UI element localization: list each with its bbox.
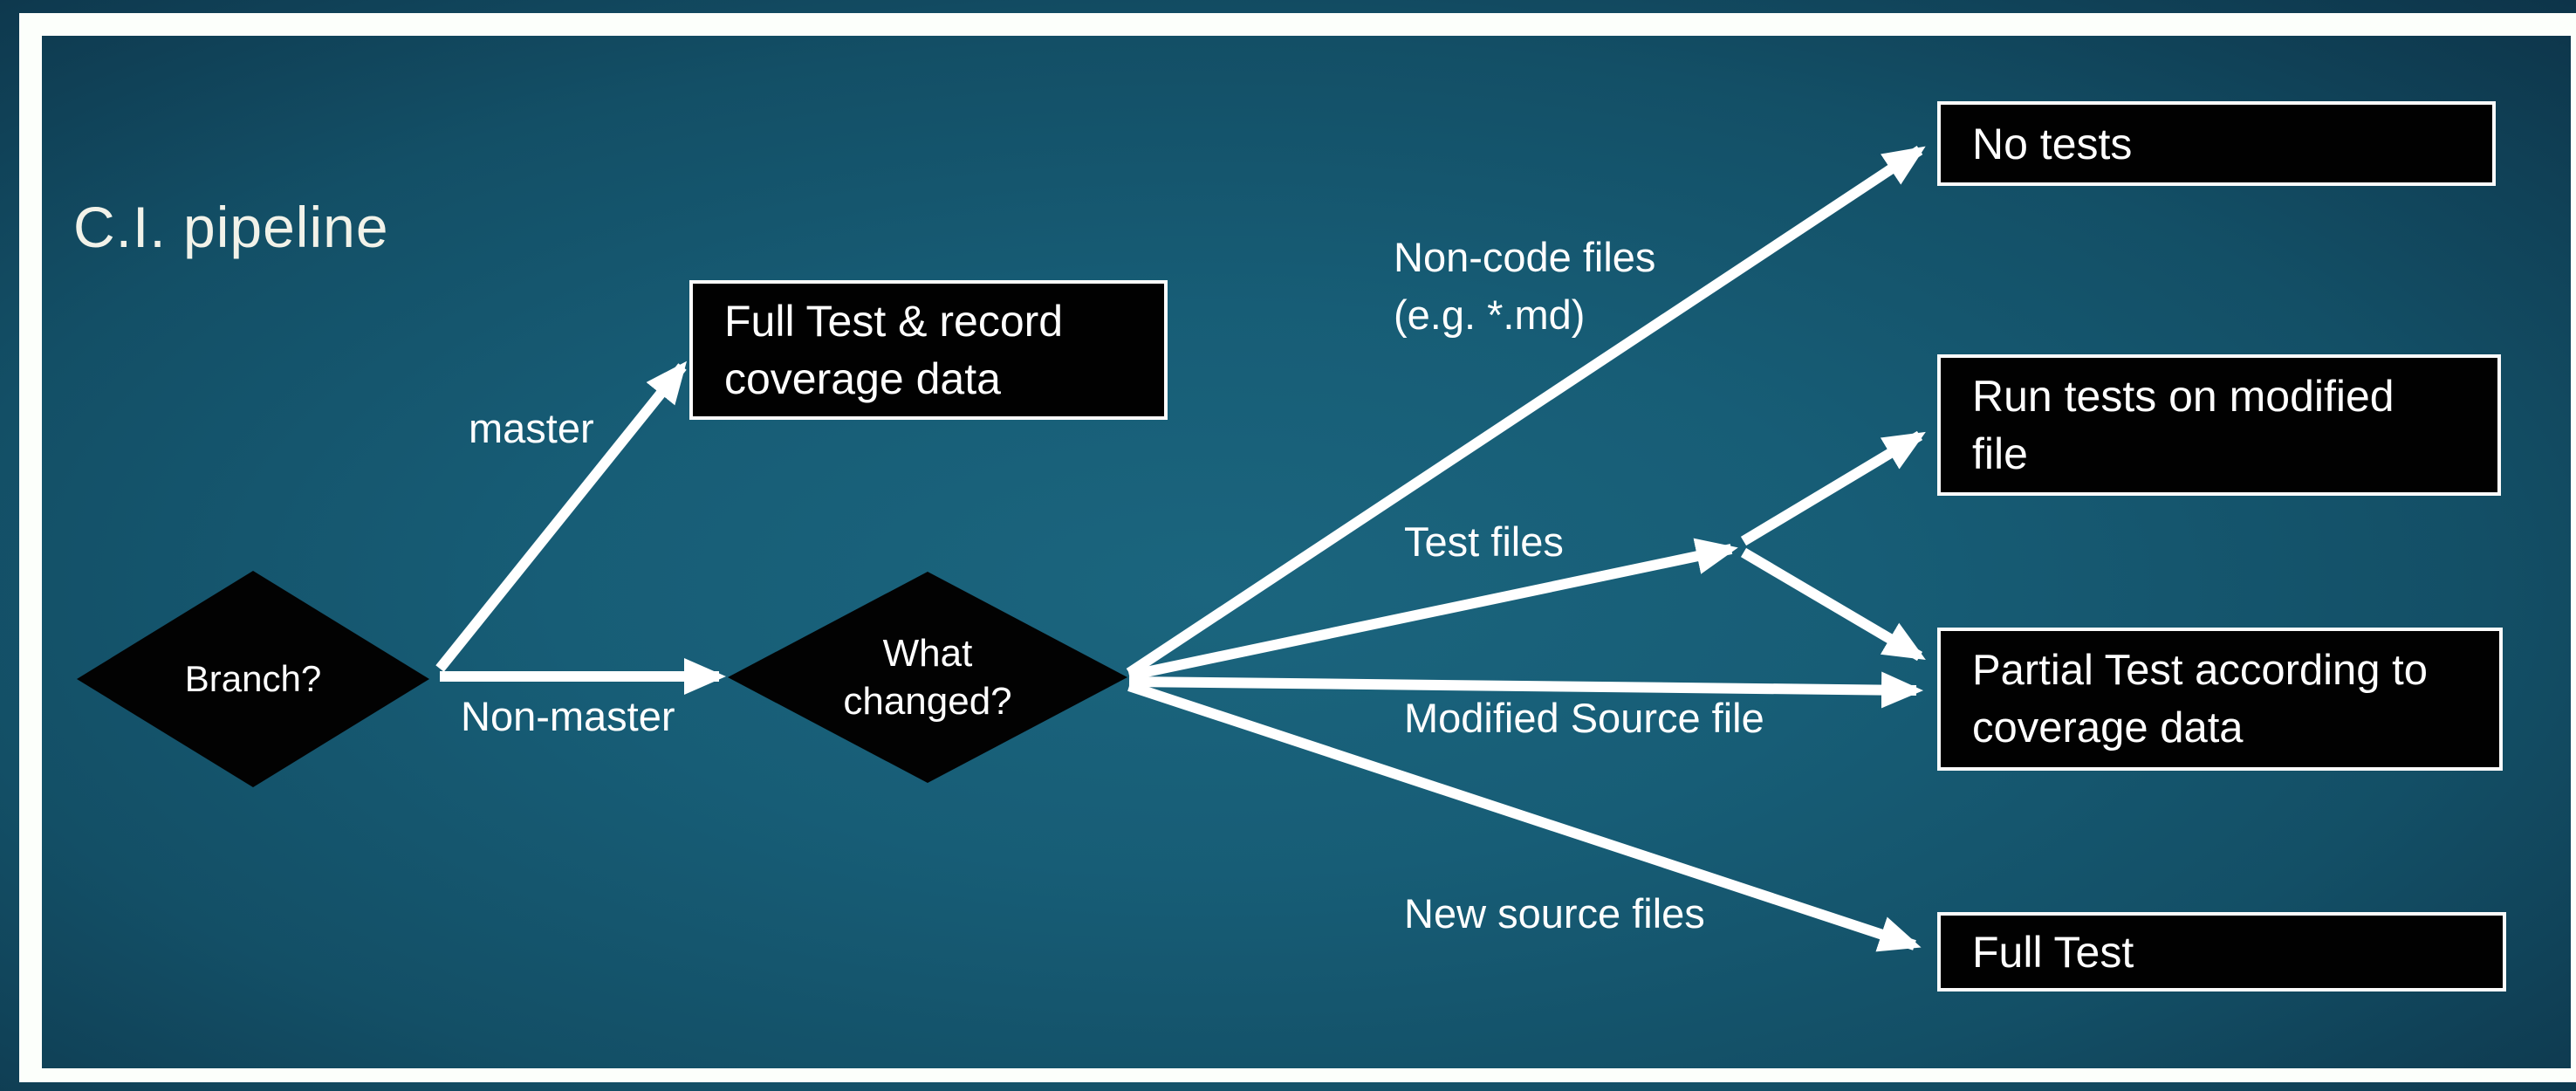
arrow-test-files-to-junction xyxy=(1127,538,1738,681)
arrow-modified-to-partial xyxy=(1128,671,1923,709)
edge-label-modified-source-file: Modified Source file xyxy=(1404,695,1764,741)
arrow-new-source-to-full-test xyxy=(1127,681,1922,952)
node-partial-test-coverage-data: Partial Test according to coverage data xyxy=(1937,628,2503,771)
node-run-tests-on-modified-file-label: Run tests on modified file xyxy=(1972,372,2394,478)
node-full-test-record-coverage: Full Test & record coverage data xyxy=(689,280,1168,420)
node-full-test: Full Test xyxy=(1937,912,2506,992)
edge-label-non-master: Non-master xyxy=(461,693,675,739)
edge-label-test-files: Test files xyxy=(1404,518,1564,565)
node-run-tests-on-modified-file: Run tests on modified file xyxy=(1937,354,2501,496)
arrow-master xyxy=(435,360,688,672)
arrow-junction-to-run-tests xyxy=(1740,430,1926,546)
node-full-test-label: Full Test xyxy=(1972,927,2134,977)
arrow-non-code-to-no-tests xyxy=(1126,145,1926,678)
page-title: C.I. pipeline xyxy=(73,195,389,259)
decision-branch-label: Branch? xyxy=(184,658,322,699)
edge-label-non-code-files: Non-code files (e.g. *.md) xyxy=(1394,234,1656,338)
node-no-tests-label: No tests xyxy=(1972,119,2133,168)
node-full-test-record-coverage-label: Full Test & record coverage data xyxy=(724,297,1064,403)
edge-label-new-source-files: New source files xyxy=(1404,890,1705,937)
arrow-junction-to-partial xyxy=(1740,547,1926,662)
node-no-tests: No tests xyxy=(1937,101,2496,186)
decision-what-changed-label: What changed? xyxy=(843,632,1012,723)
edge-label-master: master xyxy=(469,405,594,451)
node-partial-test-coverage-data-label: Partial Test according to coverage data xyxy=(1972,647,2429,751)
